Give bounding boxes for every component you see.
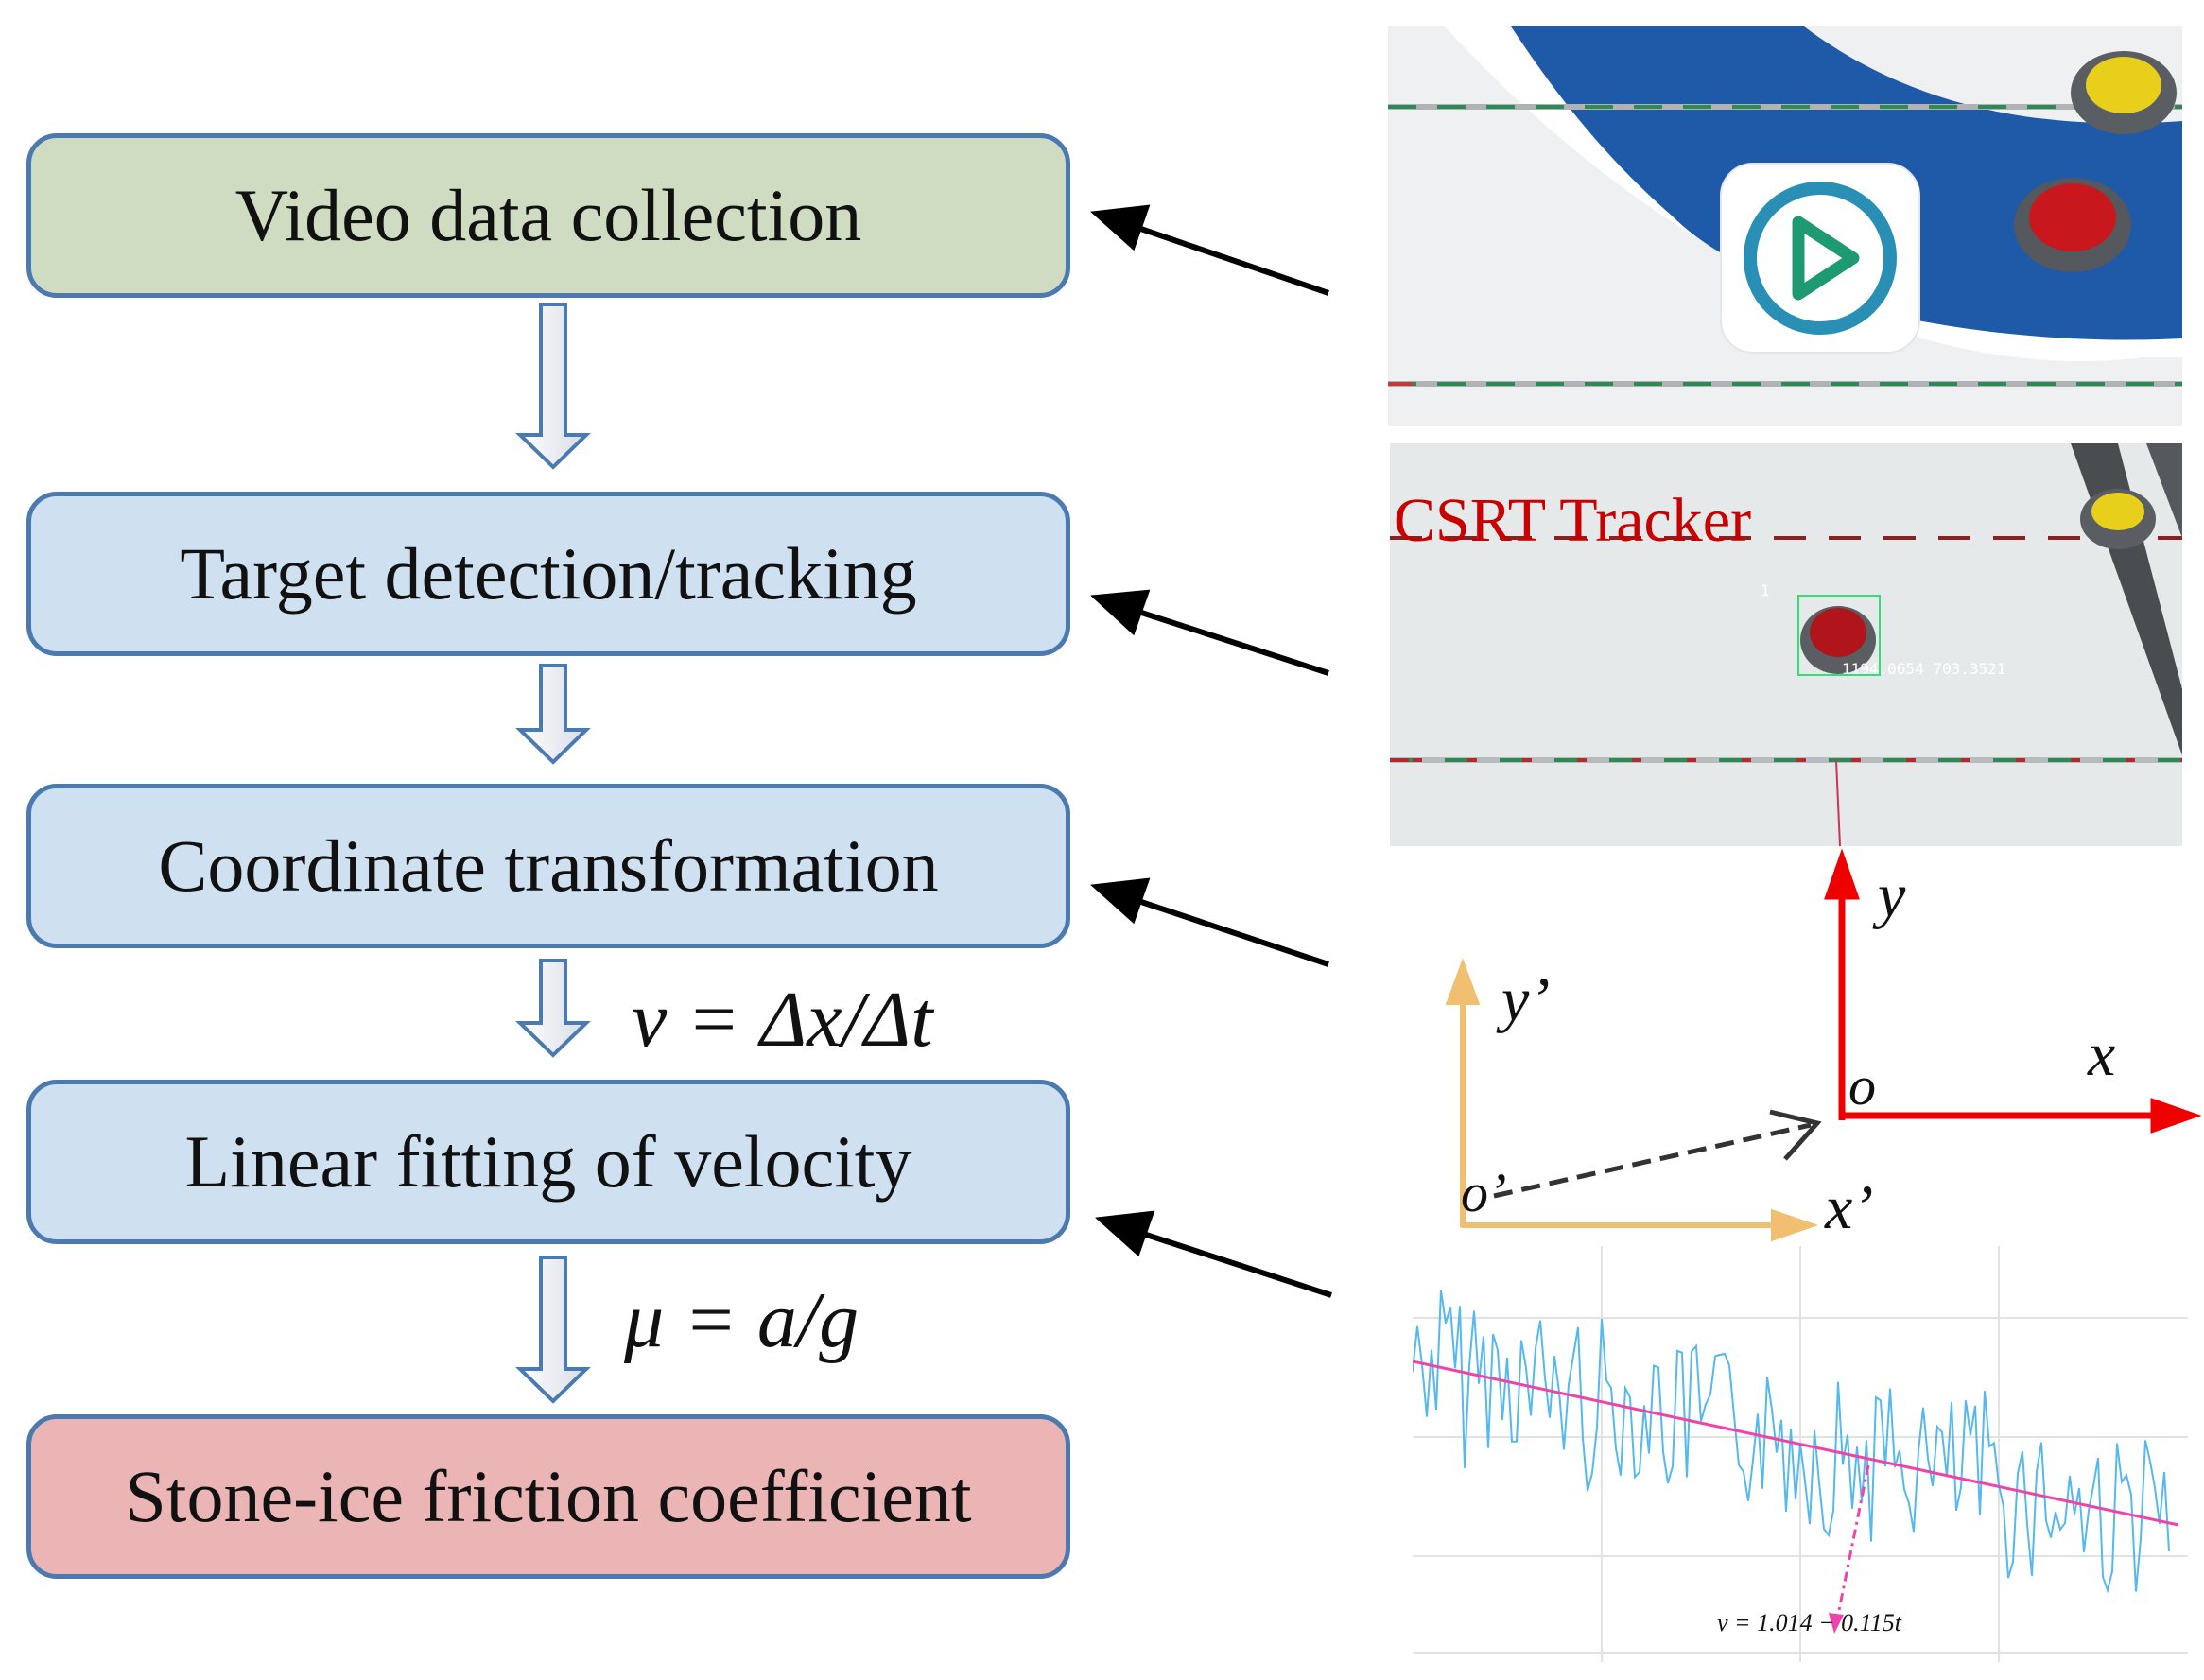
step-video-data-collection: Video data collection (26, 133, 1070, 298)
step-coordinate-transformation: Coordinate transformation (26, 784, 1070, 948)
velocity-signal (1412, 1290, 2170, 1594)
down-arrow-3 (515, 959, 591, 1058)
axis-label-y-prime: y’ (1501, 965, 1551, 1034)
pointer-arrow-tracker (1090, 589, 1329, 676)
down-arrow-2 (515, 664, 591, 765)
tracker-frame-panel: CSRT Tracker 1 1194.0654 703.3521 (1390, 443, 2182, 847)
axis-label-y: y (1878, 861, 1906, 930)
step-friction-coefficient: Stone-ice friction coefficient (26, 1414, 1070, 1579)
tracker-coords: 1194.0654 703.3521 (1842, 660, 2006, 678)
friction-formula: μ = a/g (624, 1276, 859, 1364)
tracking-box (1797, 595, 1881, 676)
tracker-box-id: 1 (1761, 581, 1770, 599)
down-arrow-4 (515, 1256, 591, 1404)
play-icon (1720, 163, 1920, 354)
velocity-formula: v = Δx/Δt (632, 976, 933, 1064)
fit-line (1412, 1360, 2179, 1527)
fit-equation: v = 1.014 − 0.115t (1717, 1609, 1901, 1637)
step-linear-fitting: Linear fitting of velocity (26, 1080, 1070, 1244)
tracker-title: CSRT Tracker (1394, 486, 1752, 555)
axis-label-x-prime: x’ (1825, 1173, 1874, 1242)
fit-pointer (1834, 1464, 1870, 1625)
axis-label-x: x (2088, 1020, 2116, 1089)
pointer-arrow-coords (1090, 877, 1329, 967)
velocity-plot-panel: v = 1.014 − 0.115t (1412, 1246, 2188, 1662)
axis-label-origin: o (1848, 1055, 1876, 1117)
video-frame-panel (1388, 26, 2182, 426)
pointer-arrow-video (1090, 204, 1329, 296)
step-target-detection: Target detection/tracking (26, 492, 1070, 656)
down-arrow-1 (515, 303, 591, 470)
axis-label-origin-prime: o’ (1461, 1162, 1507, 1223)
pointer-arrow-plot (1095, 1210, 1332, 1298)
